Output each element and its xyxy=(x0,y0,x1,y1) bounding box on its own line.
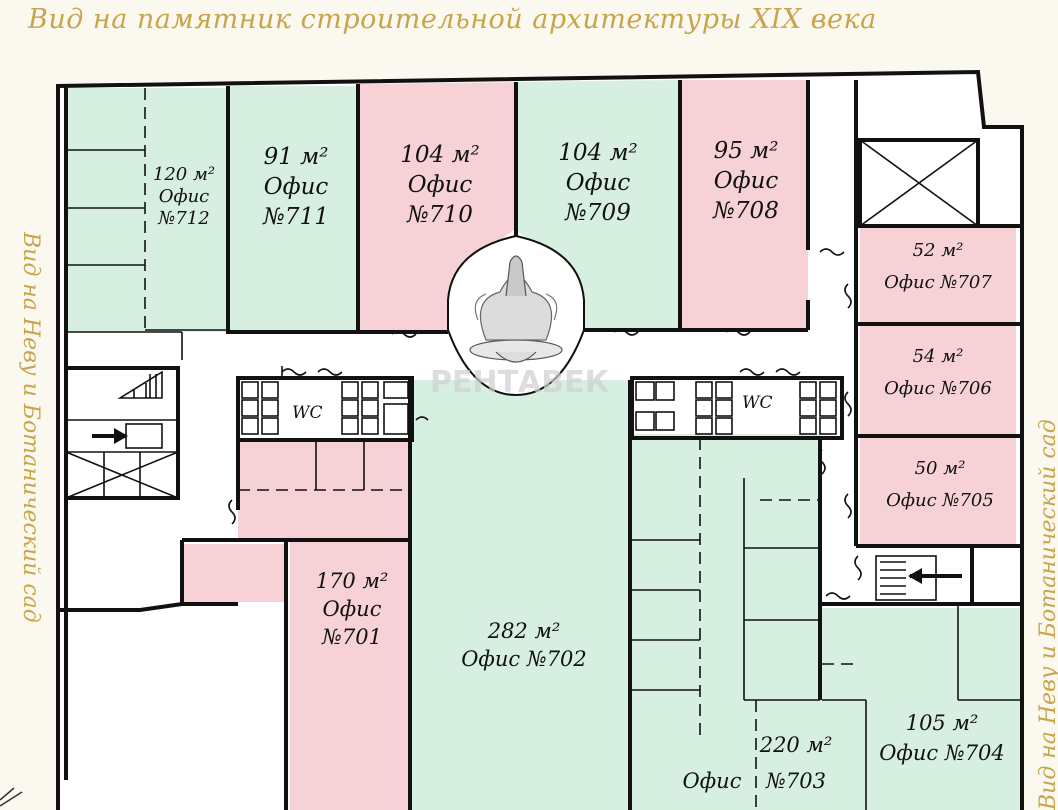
office-708-area[interactable] xyxy=(682,80,808,328)
wc-right-block xyxy=(630,376,844,440)
office-704-area[interactable] xyxy=(822,608,1020,810)
office-709-area[interactable] xyxy=(518,80,678,330)
office-711-word: Офис xyxy=(264,174,329,200)
watermark: РЕНТАВЕК xyxy=(430,365,610,400)
office-710-label: 104 м² Офис №710 xyxy=(400,142,480,228)
office-709-number: №709 xyxy=(564,200,631,226)
office-706-word: Офис №706 xyxy=(884,378,992,399)
office-711-area[interactable] xyxy=(230,86,358,332)
office-710-area-text: 104 м² xyxy=(400,142,480,168)
office-705-area[interactable] xyxy=(860,438,1016,544)
office-712-word: Офис xyxy=(159,186,210,207)
office-709-word: Офис xyxy=(566,170,631,196)
office-702-label: 282 м² Офис №702 xyxy=(461,619,587,671)
office-709-label: 104 м² Офис №709 xyxy=(558,140,638,226)
office-708-number: №708 xyxy=(712,198,779,224)
office-712-area[interactable] xyxy=(66,88,226,332)
office-710-number: №710 xyxy=(406,202,473,228)
office-701-word: Офис xyxy=(323,597,382,621)
office-703-number: №703 xyxy=(765,769,826,793)
wc-right-label: WC xyxy=(742,393,772,413)
office-703-area-text: 220 м² xyxy=(759,733,833,757)
office-704-area-text: 105 м² xyxy=(906,711,979,735)
office-701-number: №701 xyxy=(321,625,382,649)
office-708-area-text: 95 м² xyxy=(714,138,779,164)
office-706-label: 54 м² Офис №706 xyxy=(884,346,992,399)
office-704-word: Офис №704 xyxy=(879,741,1005,765)
office-701-area[interactable] xyxy=(238,440,410,810)
office-703-partitions xyxy=(628,380,822,810)
office-701-annex-area[interactable] xyxy=(184,544,288,602)
office-703-area[interactable] xyxy=(632,434,866,810)
right-column-walls xyxy=(822,80,1022,810)
office-711-number: №711 xyxy=(262,204,329,230)
office-707-area-text: 52 м² xyxy=(913,240,964,261)
top-view-caption: Вид на памятник строительной архитектуры… xyxy=(28,4,877,35)
office-703-label: 220 м² Офис №703 xyxy=(683,733,833,793)
office-705-label: 50 м² Офис №705 xyxy=(886,458,994,511)
office-709-area-text: 104 м² xyxy=(558,140,638,166)
office-711-label: 91 м² Офис №711 xyxy=(262,144,329,230)
office-712-number: №712 xyxy=(157,208,209,229)
office-707-area[interactable] xyxy=(860,228,1016,322)
office-705-word: Офис №705 xyxy=(886,490,994,511)
office-710-area[interactable] xyxy=(360,82,514,330)
wc-left-label: WC xyxy=(292,403,322,423)
office-706-area[interactable] xyxy=(860,326,1016,434)
door-symbols xyxy=(228,248,862,600)
corner-ornament xyxy=(0,787,23,807)
office-704-label: 105 м² Офис №704 xyxy=(879,711,1005,765)
office-702-area-text: 282 м² xyxy=(487,619,561,643)
office-707-label: 52 м² Офис №707 xyxy=(884,240,992,293)
office-711-area-text: 91 м² xyxy=(264,144,329,170)
stairs-left xyxy=(149,374,157,398)
office-708-label: 95 м² Офис №708 xyxy=(712,138,779,224)
office-712-area-text: 120 м² xyxy=(153,164,215,185)
office-706-area-text: 54 м² xyxy=(913,346,964,367)
office-710-word: Офис xyxy=(408,172,473,198)
office-703-word: Офис xyxy=(683,769,742,793)
office-702-word: Офис №702 xyxy=(461,647,587,671)
office-708-word: Офис xyxy=(714,168,779,194)
fountain-icon xyxy=(469,255,563,363)
office-712-label: 120 м² Офис №712 xyxy=(153,164,215,229)
wc-left-block xyxy=(236,376,414,442)
office-701-label: 170 м² Офис №701 xyxy=(316,569,389,649)
office-705-area-text: 50 м² xyxy=(915,458,966,479)
outer-wall xyxy=(56,69,1024,810)
office-701-area-text: 170 м² xyxy=(316,569,389,593)
office-707-word: Офис №707 xyxy=(884,272,992,293)
left-view-caption: Вид на Неву и Ботанический сад xyxy=(18,232,43,623)
office-702-area[interactable] xyxy=(412,380,630,810)
